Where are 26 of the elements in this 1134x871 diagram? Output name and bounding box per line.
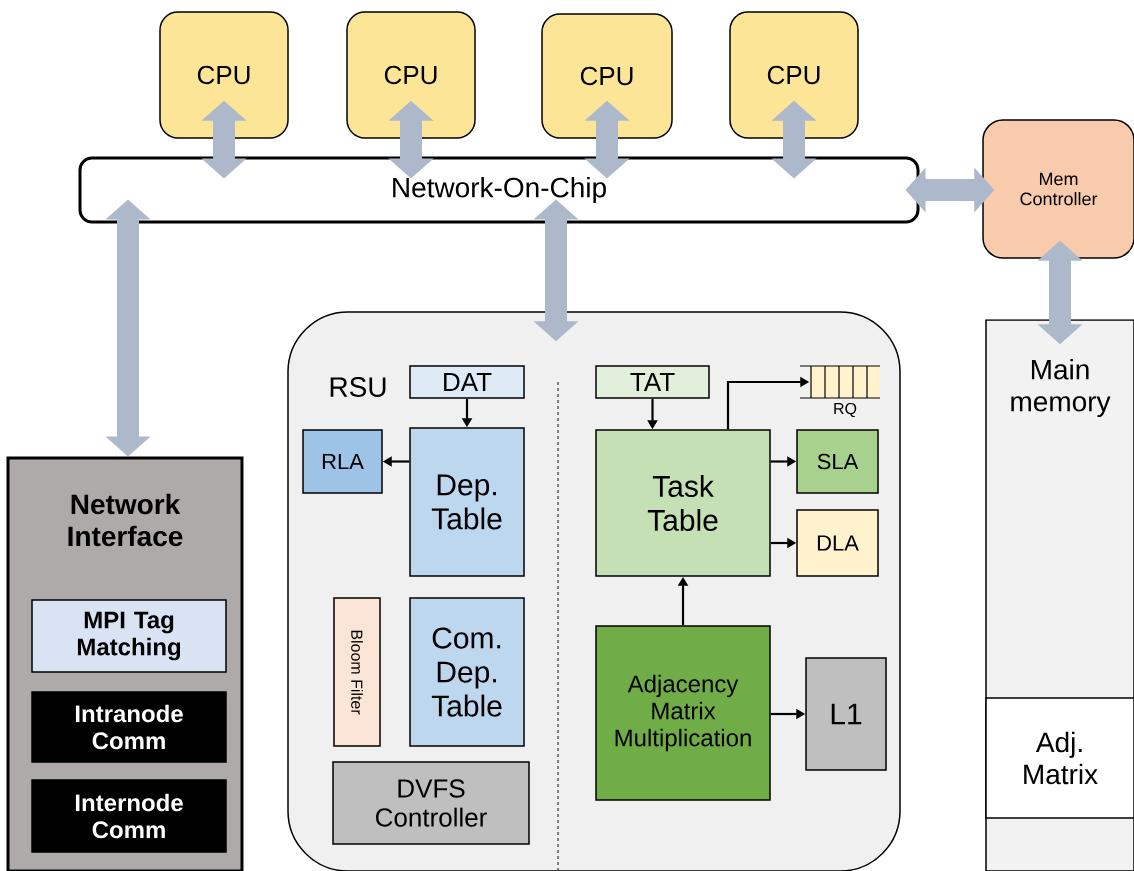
cpu-box: CPU <box>346 11 476 139</box>
function-box: MPI Tag Matching <box>31 599 227 673</box>
cpu-box: CPU <box>729 11 859 139</box>
unit-box: DLA <box>796 509 879 577</box>
table-box: Com. Dep. Table <box>409 597 525 747</box>
table-box: DAT <box>409 365 525 399</box>
network-bar: Network-On-Chip <box>78 156 920 224</box>
function-box: Intranode Comm <box>31 691 227 763</box>
compute-box: Adjacency Matrix Multiplication <box>595 625 771 801</box>
function-box: Internode Comm <box>31 779 227 853</box>
cache-box: L1 <box>805 657 887 771</box>
table-box: Dep. Table <box>409 427 525 577</box>
controller-box: DVFS Controller <box>332 761 530 845</box>
block-heading: RSU <box>330 377 386 397</box>
memory-region: Adj. Matrix <box>985 697 1134 819</box>
filter-box: Bloom Filter <box>333 597 381 747</box>
cpu-box: CPU <box>541 13 673 139</box>
queue-label: RQ <box>834 402 857 418</box>
unit-box: SLA <box>796 429 879 494</box>
block-heading: Main memory <box>1011 358 1111 418</box>
unit-box: RLA <box>302 429 383 494</box>
cpu-box: CPU <box>159 11 289 139</box>
table-box: Task Table <box>595 429 771 577</box>
block-heading: Network Interface <box>68 493 183 547</box>
controller-box: Mem Controller <box>982 119 1134 259</box>
table-box: TAT <box>595 365 710 399</box>
